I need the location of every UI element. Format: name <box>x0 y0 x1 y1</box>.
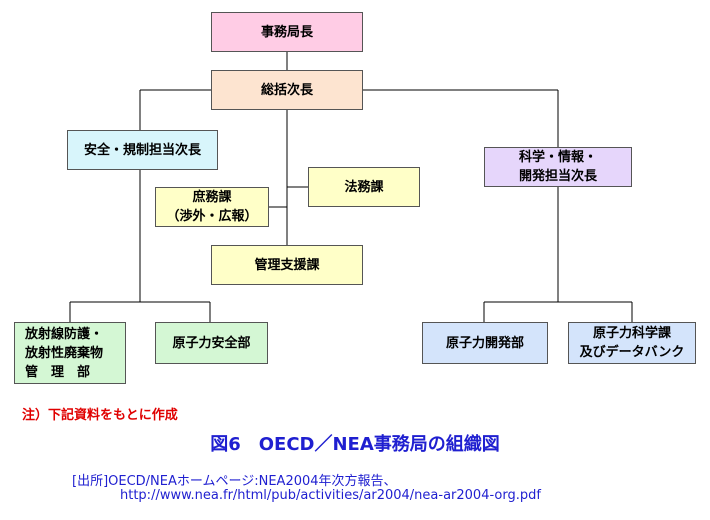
node-science-deputy-line1: 科学・情報・ <box>518 150 597 165</box>
node-deputy-director-general-label: 総括次長 <box>260 82 313 98</box>
node-nuclear-safety-label: 原子力安全部 <box>172 335 251 351</box>
node-general-affairs: 庶務課 （渉外・広報） <box>155 187 269 227</box>
node-radiation-waste-line1: 放射線防護・ <box>25 326 104 342</box>
node-management-support-label: 管理支援課 <box>254 257 320 273</box>
node-nuclear-science-line1: 原子力科学課 <box>592 326 671 341</box>
node-science-deputy: 科学・情報・ 開発担当次長 <box>484 147 632 187</box>
node-science-deputy-line2: 開発担当次長 <box>518 169 597 184</box>
node-nuclear-development: 原子力開発部 <box>422 322 548 364</box>
node-nuclear-safety: 原子力安全部 <box>155 322 268 364</box>
node-management-support: 管理支援課 <box>211 245 363 285</box>
node-nuclear-development-label: 原子力開発部 <box>445 335 524 351</box>
node-safety-deputy: 安全・規制担当次長 <box>67 130 218 170</box>
node-radiation-waste: 放射線防護・ 放射性廃棄物 管 理 部 <box>14 322 126 384</box>
node-legal-affairs: 法務課 <box>308 167 420 207</box>
figure-title: 図6 OECD／NEA事務局の組織図 <box>210 434 500 455</box>
node-nuclear-science: 原子力科学課 及びデータバンク <box>568 322 696 364</box>
node-radiation-waste-line3: 管 理 部 <box>25 364 91 380</box>
node-general-affairs-line2: （渉外・広報） <box>166 209 258 224</box>
node-deputy-director-general: 総括次長 <box>211 70 363 110</box>
node-director-general: 事務局長 <box>211 12 363 52</box>
node-general-affairs-line1: 庶務課 <box>192 190 232 205</box>
source-citation-line1: [出所]OECD/NEAホームページ:NEA2004年次方報告、 <box>72 474 397 489</box>
source-citation-url: http://www.nea.fr/html/pub/activities/ar… <box>120 488 541 503</box>
node-safety-deputy-label: 安全・規制担当次長 <box>83 142 201 158</box>
node-director-general-label: 事務局長 <box>260 24 313 40</box>
node-legal-affairs-label: 法務課 <box>344 179 384 195</box>
source-note: 注）下記資料をもとに作成 <box>22 408 178 423</box>
node-nuclear-science-line2: 及びデータバンク <box>579 345 685 360</box>
node-radiation-waste-line2: 放射性廃棄物 <box>25 345 104 361</box>
